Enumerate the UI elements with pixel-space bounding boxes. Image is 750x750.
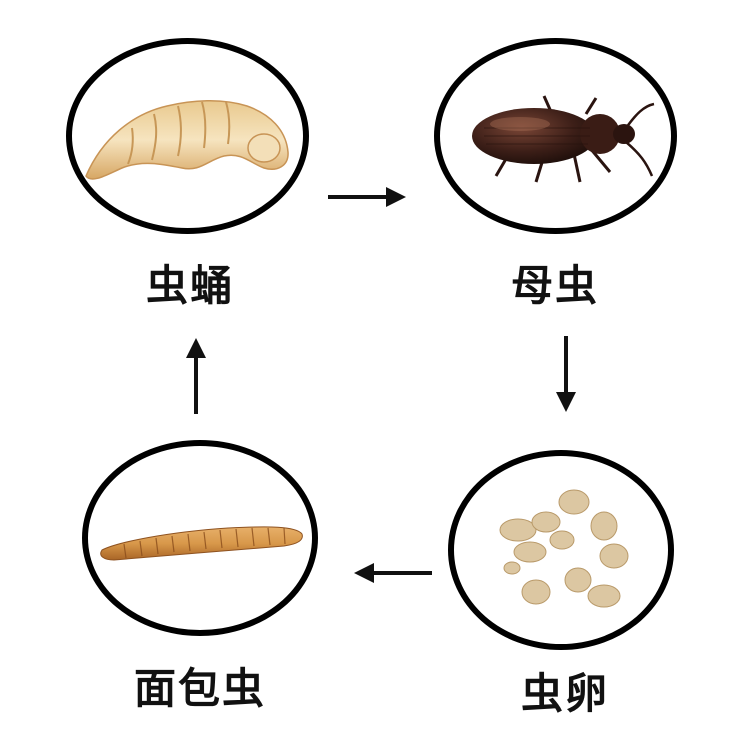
arrow-right-icon <box>326 182 408 212</box>
larva-label: 面包虫 <box>110 655 290 716</box>
eggs-circle <box>448 450 674 650</box>
pupa-label: 虫蛹 <box>130 252 250 313</box>
arrow-down-icon <box>551 334 581 414</box>
arrow-left-icon <box>350 558 434 588</box>
pupa-circle <box>66 38 309 234</box>
pupa-icon <box>72 44 303 228</box>
eggs-icon <box>454 456 668 644</box>
beetle-circle <box>434 38 677 234</box>
beetle-label: 母虫 <box>495 252 615 313</box>
eggs-label: 虫卵 <box>500 660 630 721</box>
mealworm-icon <box>88 446 312 630</box>
larva-circle <box>82 440 318 636</box>
arrow-up-icon <box>181 334 211 416</box>
beetle-icon <box>440 44 671 228</box>
